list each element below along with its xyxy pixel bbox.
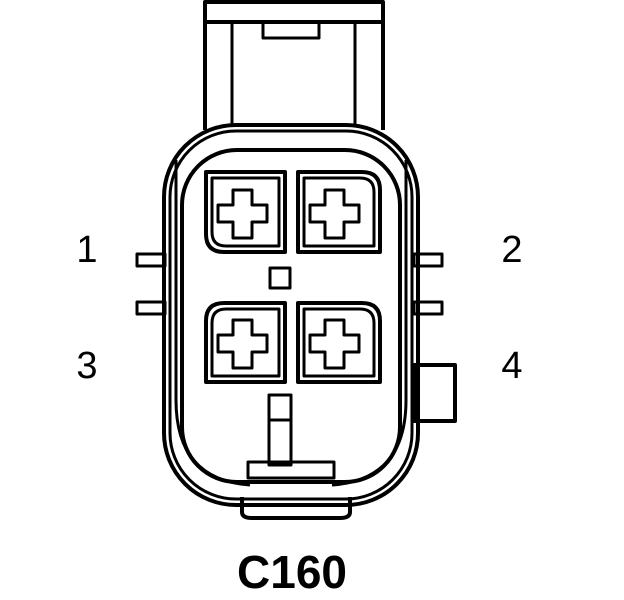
- connector-latch: [203, 0, 385, 130]
- pin-label-1: 1: [76, 229, 97, 271]
- side-ribs: [135, 252, 457, 423]
- bottom-tab: [240, 460, 352, 520]
- terminal-cavity-1: [204, 170, 287, 254]
- pin-label-4: 4: [501, 345, 522, 387]
- terminal-cavity-4: [296, 301, 382, 384]
- keying-features: [267, 266, 293, 467]
- connector-label: C160: [237, 546, 347, 598]
- terminal-cavity-2: [296, 170, 382, 254]
- pin-label-3: 3: [76, 345, 97, 387]
- terminal-cavity-3: [204, 301, 287, 384]
- pin-label-2: 2: [501, 229, 522, 271]
